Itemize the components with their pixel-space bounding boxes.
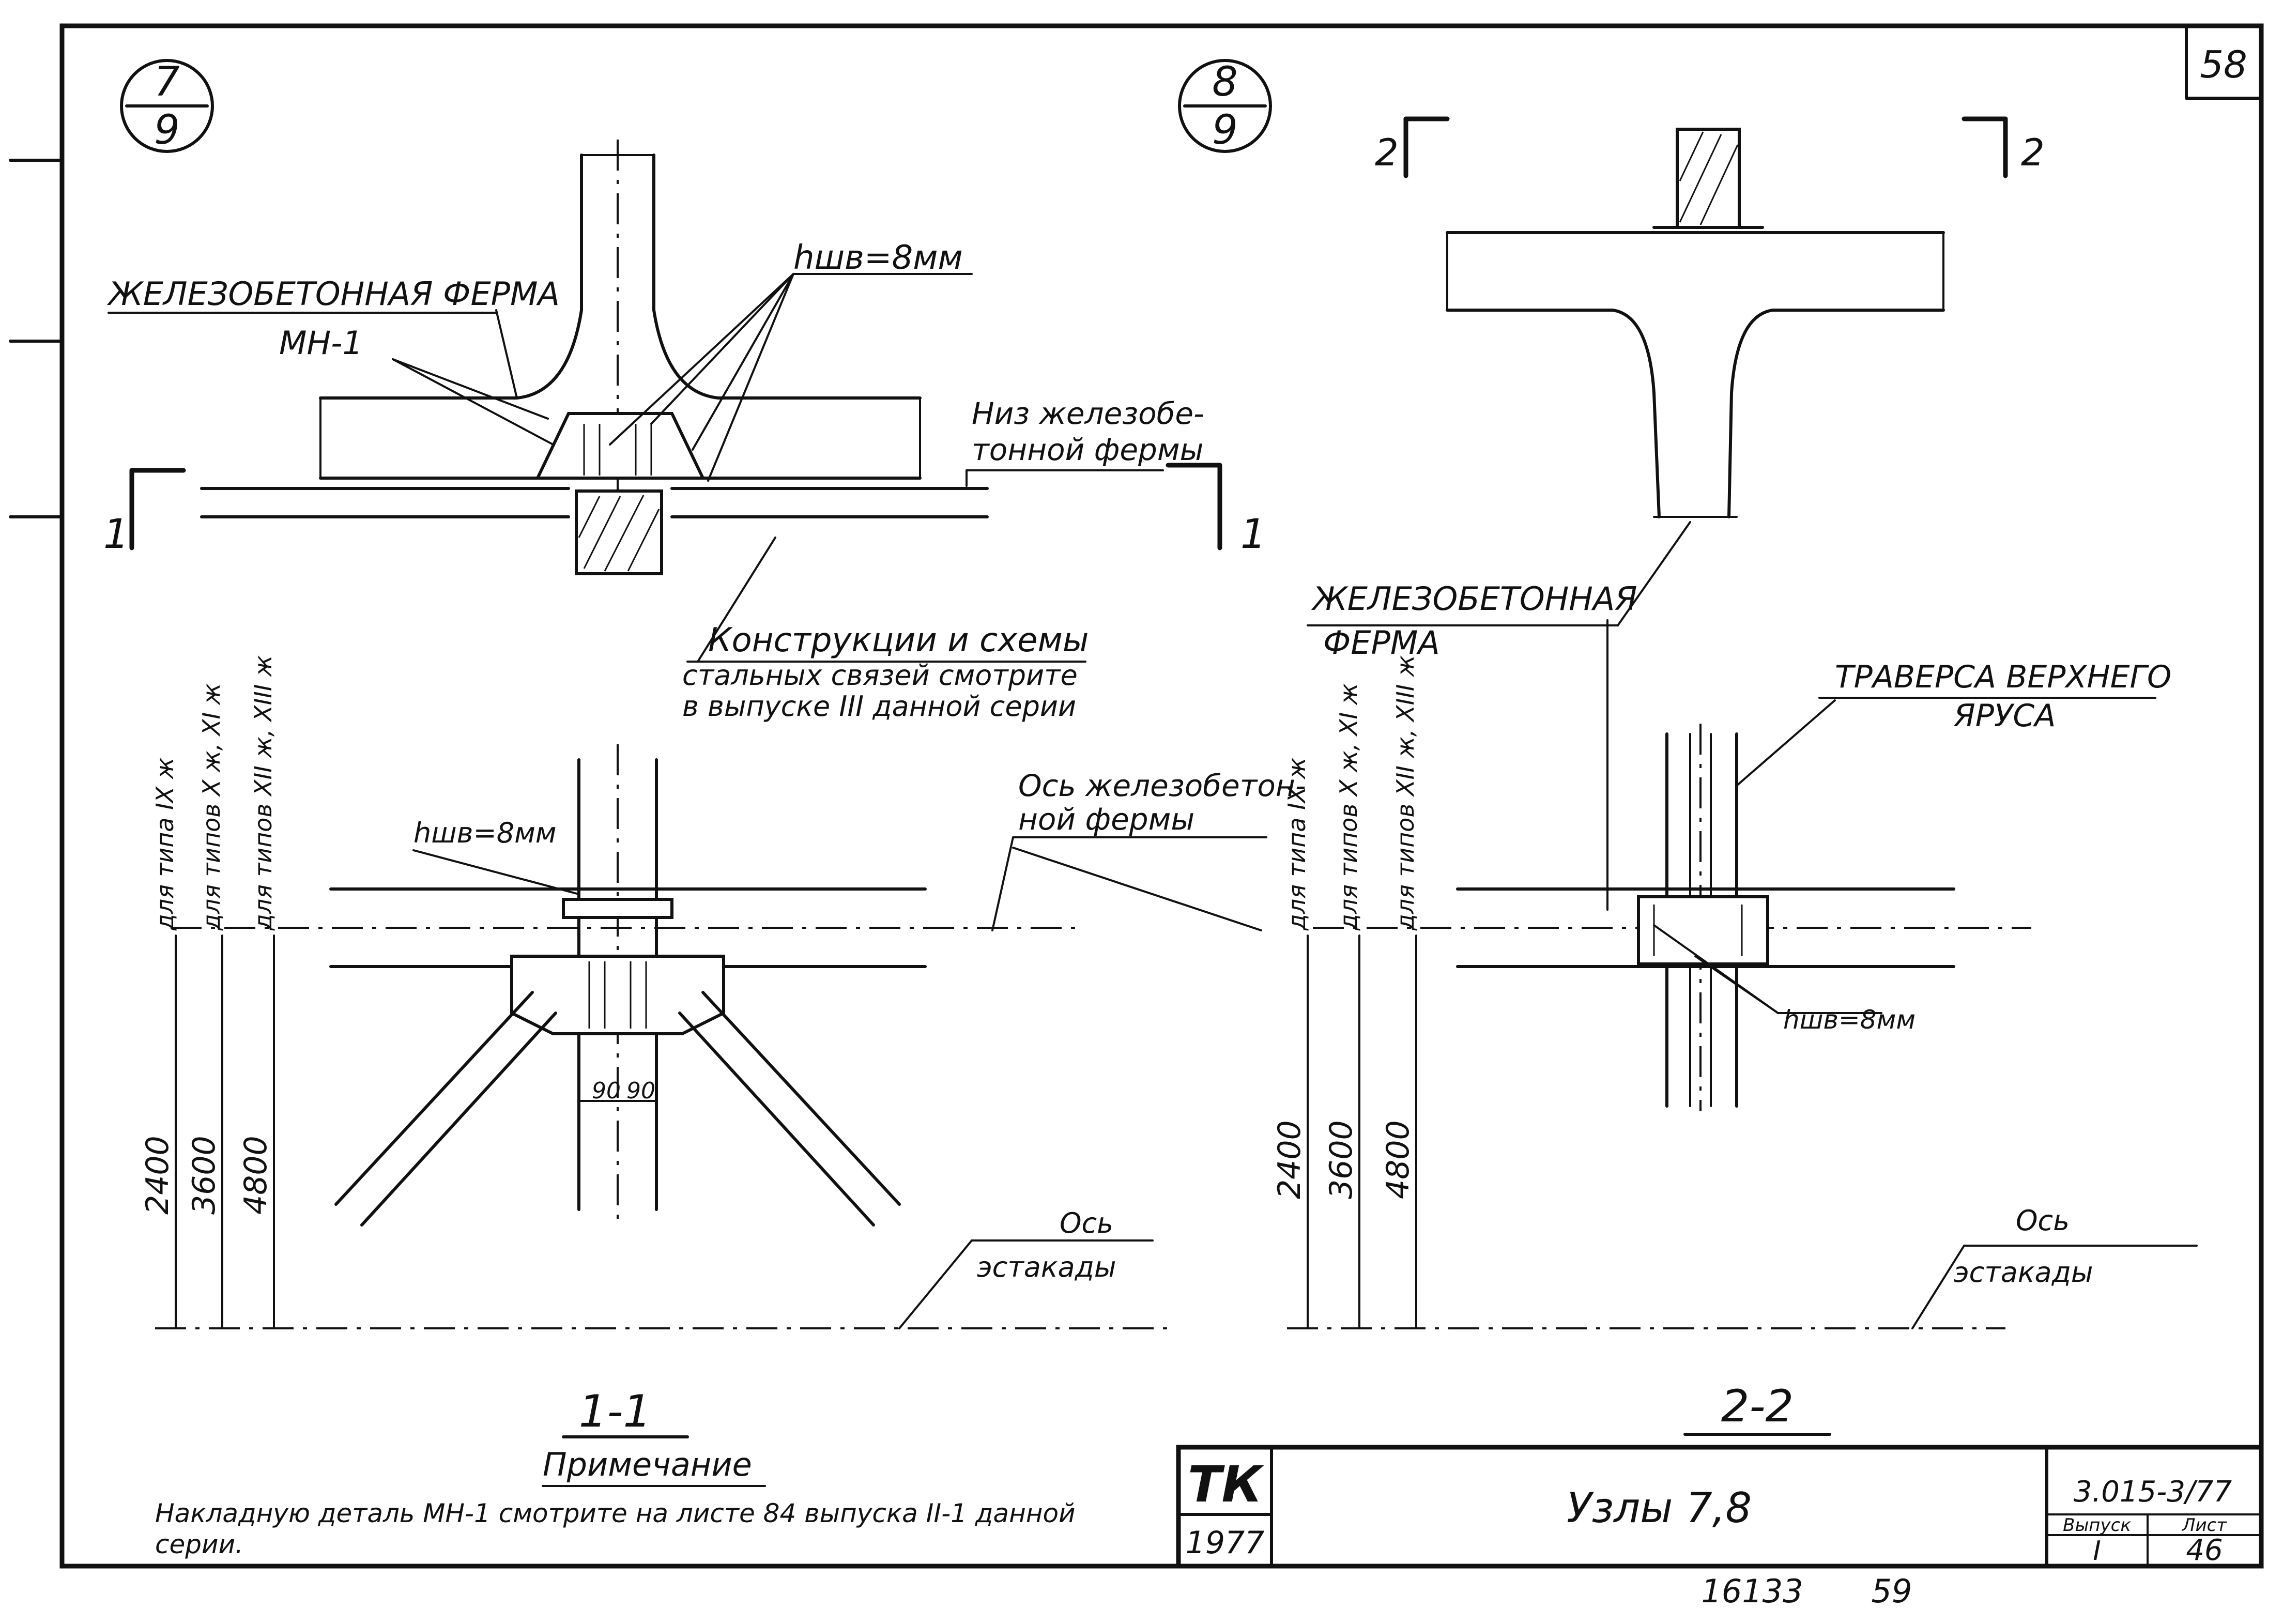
dim-label-xi-left: для типов X ж, XI ж (197, 683, 225, 931)
node-8-marker: 8 9 (1178, 59, 1272, 154)
dim-2400-right: 2400 (1271, 1120, 1308, 1199)
dim-3600-right: 3600 (1323, 1120, 1359, 1199)
sheet-number: 58 (2200, 43, 2247, 86)
dim-label-ix-left: для типа IX ж (151, 757, 179, 931)
title-block-issue: I (2093, 1536, 2101, 1567)
dim-label-xiii-right: для типов XII ж, XIII ж (1391, 655, 1419, 931)
node-7-denominator: 9 (154, 107, 180, 154)
label-rc-truss-right-2: ФЕРМА (1323, 624, 1440, 662)
section-title-2-2: 2-2 (1721, 1381, 1794, 1432)
section-2-2-drawing (1012, 619, 2198, 1329)
node-8-numerator: 8 (1212, 59, 1238, 105)
note-heading: Примечание (543, 1446, 752, 1483)
dim-2400-left: 2400 (140, 1136, 176, 1215)
title-block-title: Узлы 7,8 (1567, 1484, 1752, 1532)
axis-truss-label-1: Ось железобетон- (1018, 768, 1306, 803)
dim-90-b: 90 (626, 1078, 655, 1104)
node-7-elevation: 1 1 (103, 140, 1266, 663)
label-traverse-1: ТРАВЕРСА ВЕРХНЕГО (1835, 659, 2171, 695)
label-rc-truss: ЖЕЛЕЗОБЕТОННАЯ ФЕРМА (106, 275, 560, 313)
note-line-1: Накладную деталь МН-1 смотрите на листе … (155, 1498, 1076, 1528)
axis-trestle-label-1-left: Ось (1060, 1207, 1113, 1239)
section-mark-2-left: 2 (1375, 131, 1399, 174)
node-7-marker: 7 9 (120, 59, 214, 154)
title-block-code: 3.015-3/77 (2074, 1475, 2232, 1509)
dim-label-ix-right: для типа IX ж (1283, 757, 1311, 931)
axis-trestle-label-2-left: эстакады (977, 1251, 1116, 1283)
dim-4800-left: 4800 (238, 1136, 274, 1215)
axis-trestle-label-2-right: эстакады (1954, 1256, 2093, 1289)
section-title-1-1: 1-1 (579, 1386, 651, 1437)
label-weld-section-2: hшв=8мм (1783, 1005, 1916, 1035)
label-mn1: МН-1 (279, 324, 363, 362)
note-line-2: серии. (155, 1529, 243, 1559)
section-mark-1-right: 1 (1240, 511, 1266, 558)
label-weld-top: hшв=8мм (793, 239, 963, 277)
dim-3600-left: 3600 (186, 1136, 222, 1215)
title-block-sheet-header: Лист (2181, 1515, 2227, 1536)
axis-truss-label-2: ной фермы (1018, 802, 1194, 837)
label-rc-truss-right-1: ЖЕЛЕЗОБЕТОННАЯ (1311, 580, 1637, 618)
label-weld-section-1: hшв=8мм (413, 817, 557, 849)
node-8-denominator: 9 (1212, 107, 1238, 154)
section-mark-2-right: 2 (2021, 131, 2045, 174)
node-7-numerator: 7 (154, 59, 180, 105)
title-block-year: 1977 (1186, 1525, 1265, 1561)
note-constructions-3: в выпуске III данной серии (682, 690, 1076, 723)
title-block-sheet: 46 (2186, 1534, 2223, 1567)
axis-trestle-label-1-right: Ось (2016, 1204, 2070, 1237)
label-traverse-2: ЯРУСА (1953, 698, 2056, 734)
label-truss-bottom-2: тонной фермы (972, 432, 1203, 467)
title-block-issue-header: Выпуск (2063, 1515, 2131, 1536)
dim-label-xiii-left: для типов XII ж, XIII ж (249, 655, 277, 931)
dim-90-a: 90 (592, 1078, 621, 1104)
title-block-org: ТК (1188, 1456, 1264, 1513)
section-1-1-drawing (155, 744, 1267, 1329)
note-constructions-2: стальных связей смотрите (682, 659, 1078, 692)
dim-4800-right: 4800 (1380, 1120, 1416, 1199)
note-constructions-1: Конструкции и схемы (708, 621, 1089, 660)
sheet-frame (9, 23, 2264, 1569)
footer-inventory: 16133 (1701, 1572, 1803, 1610)
section-mark-1-left: 1 (103, 511, 129, 558)
node-8-elevation: 2 2 (1307, 116, 2045, 626)
title-block (1176, 1445, 2264, 1569)
footer-page: 59 (1872, 1572, 1912, 1610)
dim-label-xi-right: для типов X ж, XI ж (1335, 683, 1362, 931)
label-truss-bottom-1: Низ железобе- (972, 396, 1204, 431)
